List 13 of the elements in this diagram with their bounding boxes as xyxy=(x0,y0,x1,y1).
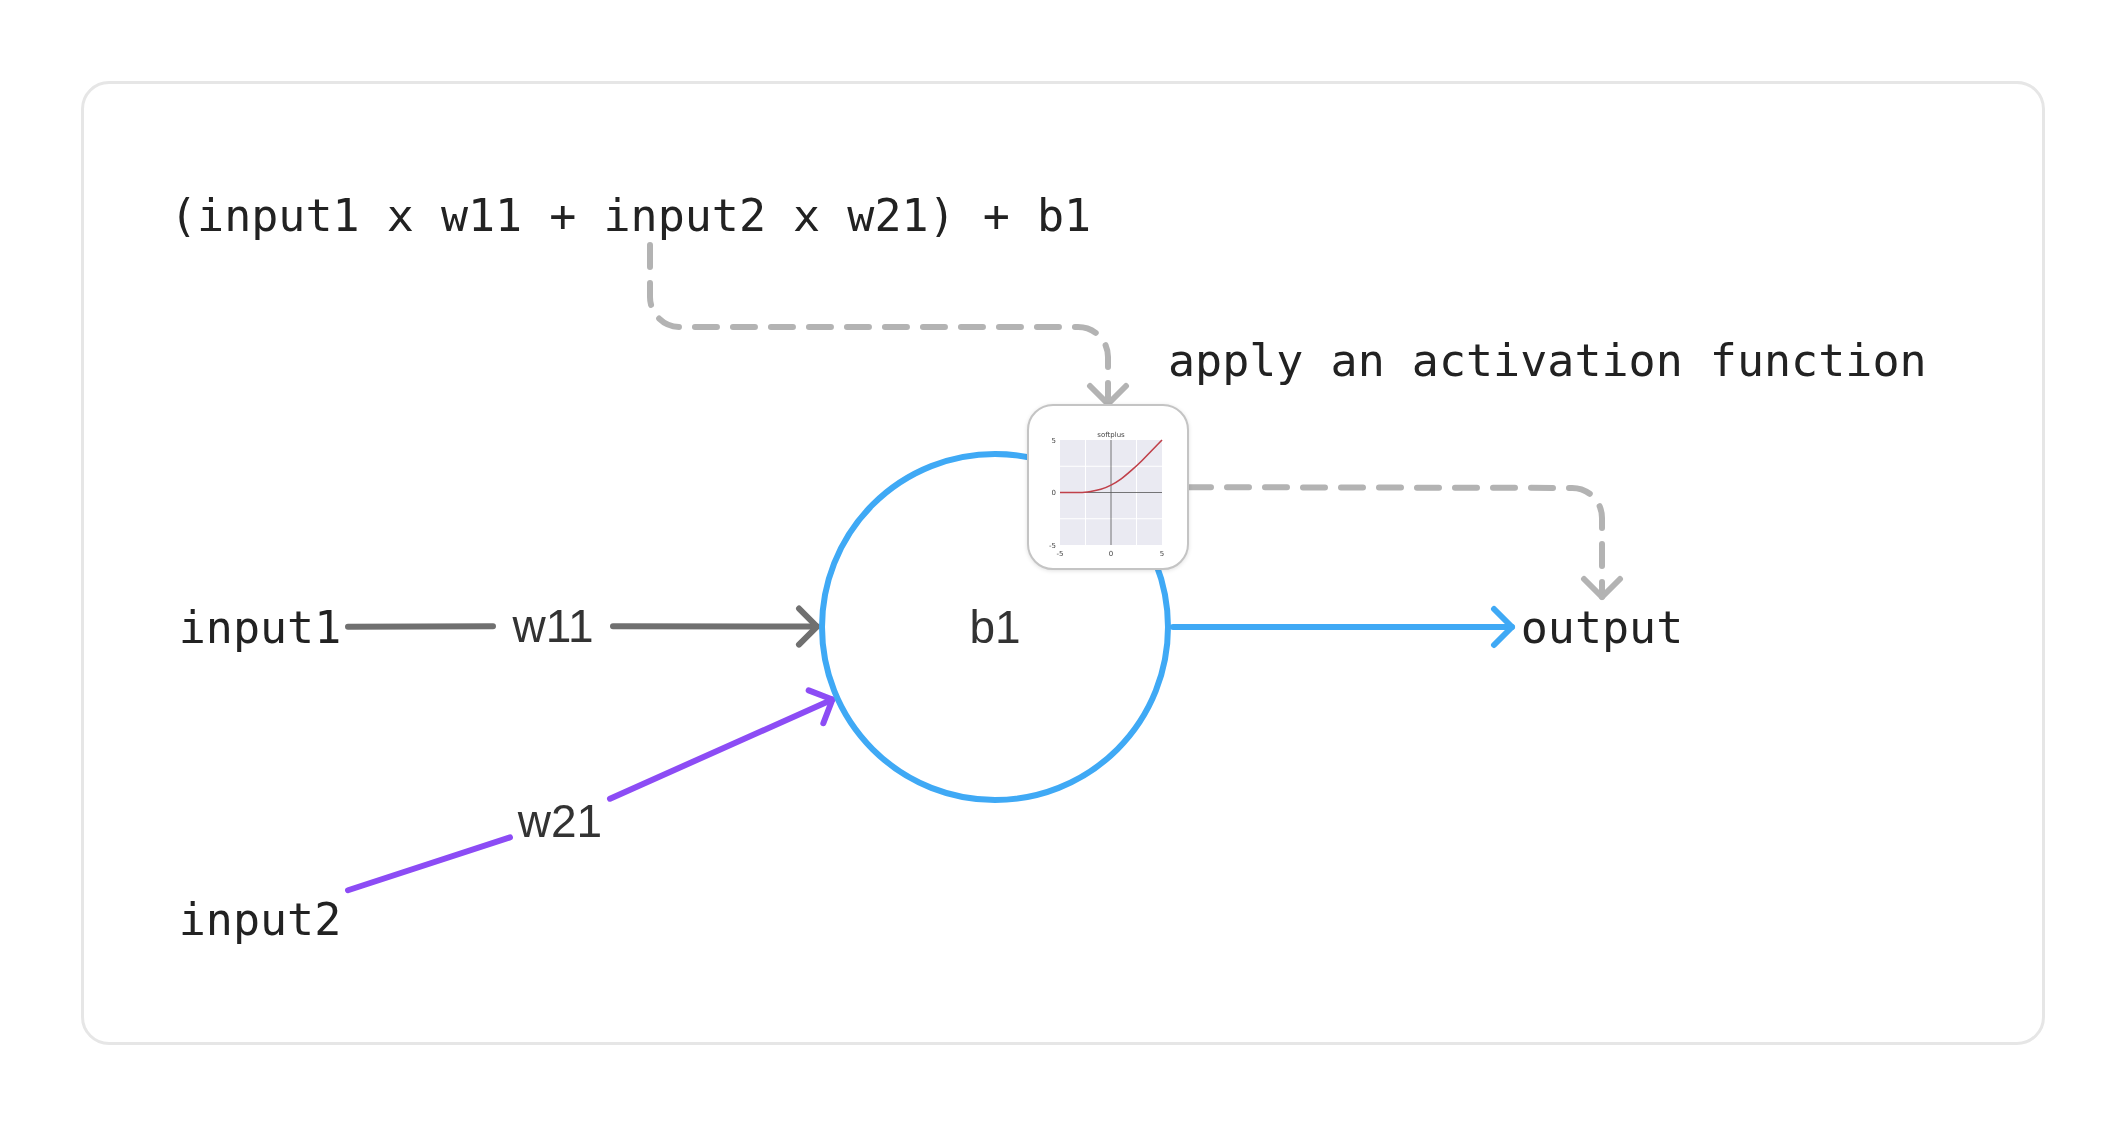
arrow xyxy=(607,687,836,802)
activation-chart-card xyxy=(1027,404,1189,570)
weight-label: w11 xyxy=(512,599,594,653)
annotation-text: apply an activation function xyxy=(1168,334,1927,387)
output-label: output xyxy=(1520,600,1684,654)
bias-label: b1 xyxy=(969,600,1021,654)
arrow xyxy=(647,242,1129,407)
formula-text: (input1 x w11 + input2 x w21) + b1 xyxy=(170,188,1092,242)
arrow xyxy=(610,605,820,648)
arrow xyxy=(1170,606,1515,648)
input-label: input2 xyxy=(178,892,342,946)
weight-label: w21 xyxy=(517,794,603,848)
input-label: input1 xyxy=(178,600,342,654)
